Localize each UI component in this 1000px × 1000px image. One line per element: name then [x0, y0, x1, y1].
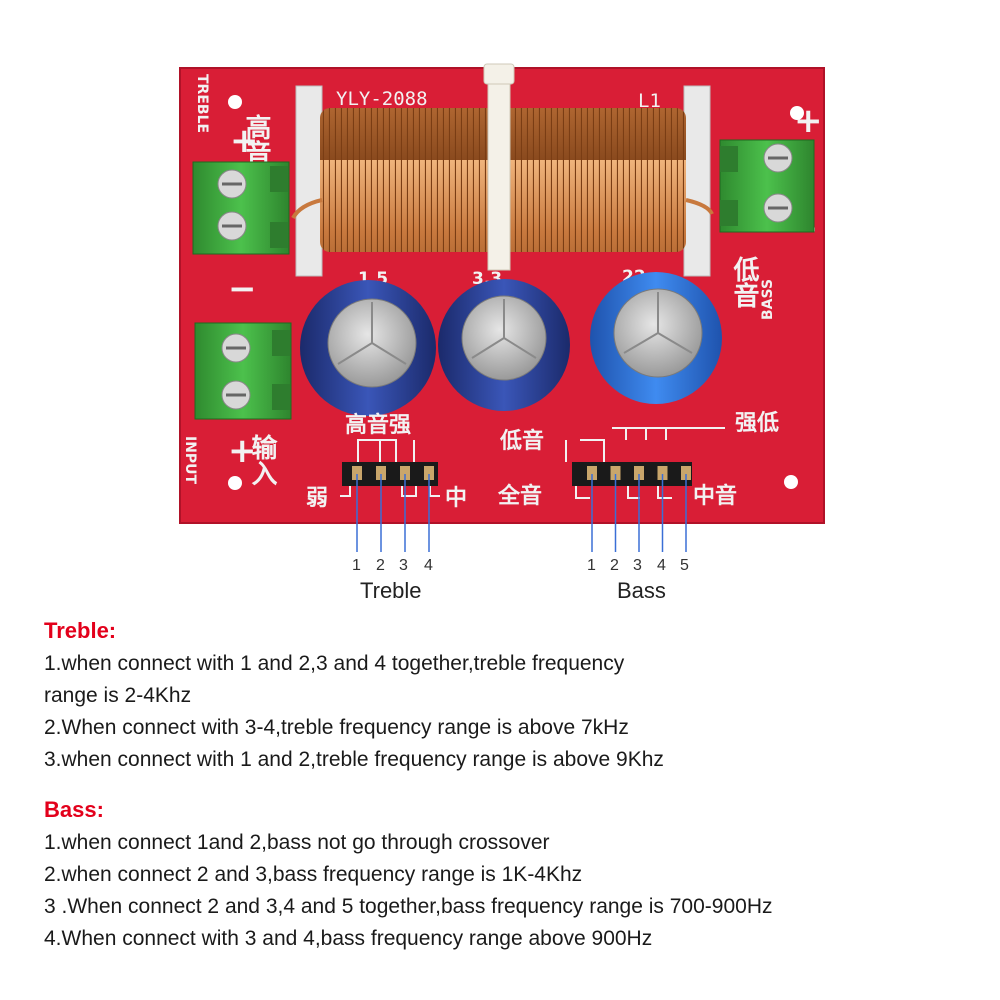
bass-jumper-top-left-label: 低音	[499, 428, 544, 454]
bass-pin-labels: 1 2 3 4 5	[587, 557, 689, 574]
treble-pin-label: 4	[424, 557, 433, 574]
bass-header-pin	[610, 466, 621, 480]
treble-note-line: 3.when connect with 1 and 2,treble frequ…	[44, 748, 664, 771]
treble-jumper-left-label: 弱	[306, 486, 328, 511]
treble-note-line: range is 2-4Khz	[44, 684, 192, 707]
bass-note-line: 1.when connect 1and 2,bass not go throug…	[44, 831, 550, 854]
treble-cn-label: 高音	[241, 113, 271, 167]
bass-pin-label: 5	[680, 557, 689, 574]
bass-pin-label: 3	[633, 557, 642, 574]
bass-heading: Bass:	[44, 797, 104, 822]
treble-plus-label: +	[230, 121, 259, 161]
bass-terminal-block	[719, 139, 815, 233]
bass-pin-label: 2	[610, 557, 619, 574]
crossover-board-photo: YLY-2088 L1 TREBLE 高音 + − INPUT 输入 + + −…	[179, 63, 825, 603]
treble-header-pin	[424, 466, 434, 480]
treble-jumper-right-label: 中	[445, 486, 467, 511]
bass-jumper-top-right-label: 强低	[735, 411, 779, 436]
treble-minus-label: −	[228, 269, 257, 309]
treble-heading: Treble:	[44, 618, 117, 643]
treble-group-label: Treble	[360, 578, 422, 603]
treble-pin-label: 1	[352, 557, 361, 574]
treble-pin-labels: 1 2 3 4	[352, 557, 433, 574]
input-terminal-block	[194, 322, 292, 420]
bass-plus-label: +	[794, 101, 823, 141]
treble-note-line: 1.when connect with 1 and 2,3 and 4 toge…	[44, 652, 625, 675]
cable-tie	[487, 69, 511, 271]
bass-header-pin	[587, 466, 597, 480]
treble-jumper-top-label: 高音强	[345, 412, 411, 438]
treble-pin-label: 2	[376, 557, 385, 574]
bass-note-line: 2.when connect 2 and 3,bass frequency ra…	[44, 863, 583, 886]
bass-label: BASS	[760, 279, 776, 320]
model-label: YLY-2088	[336, 88, 428, 110]
treble-header-pin	[352, 466, 362, 480]
treble-note-line: 2.When connect with 3-4,treble frequency…	[44, 716, 629, 739]
bass-header-pin	[634, 466, 644, 480]
bass-note-line: 4.When connect with 3 and 4,bass frequen…	[44, 927, 653, 950]
input-cn-label: 输入	[247, 433, 277, 486]
bass-notes: Bass: 1.when connect 1and 2,bass not go …	[44, 795, 984, 955]
bass-jumper-bottom-left-label: 全音	[497, 483, 542, 509]
input-plus-label: +	[228, 431, 257, 471]
capacitor	[300, 280, 436, 416]
mounting-hole	[784, 475, 798, 489]
treble-notes: Treble: 1.when connect with 1 and 2,3 an…	[44, 616, 984, 776]
mounting-hole	[790, 106, 804, 120]
treble-header-pin	[400, 466, 410, 480]
treble-label: TREBLE	[194, 74, 210, 133]
treble-header-pin	[376, 466, 386, 480]
bass-note-line: 3 .When connect 2 and 3,4 and 5 together…	[44, 895, 773, 918]
input-label: INPUT	[182, 436, 198, 485]
coil-label: L1	[638, 90, 661, 112]
capacitor	[438, 279, 570, 411]
treble-pin-label: 3	[399, 557, 408, 574]
bass-header-pin	[657, 466, 668, 480]
mounting-hole	[228, 95, 242, 109]
mounting-hole	[228, 476, 242, 490]
bass-header-pin	[681, 466, 691, 480]
bass-pin-label: 4	[657, 557, 666, 574]
bass-cn-label: 低音	[729, 256, 760, 309]
bass-group-label: Bass	[617, 578, 666, 603]
treble-terminal-block	[192, 161, 290, 255]
bass-jumper-bottom-right-label: 中音	[693, 483, 737, 509]
bass-pin-label: 1	[587, 557, 596, 574]
capacitor	[590, 272, 722, 404]
